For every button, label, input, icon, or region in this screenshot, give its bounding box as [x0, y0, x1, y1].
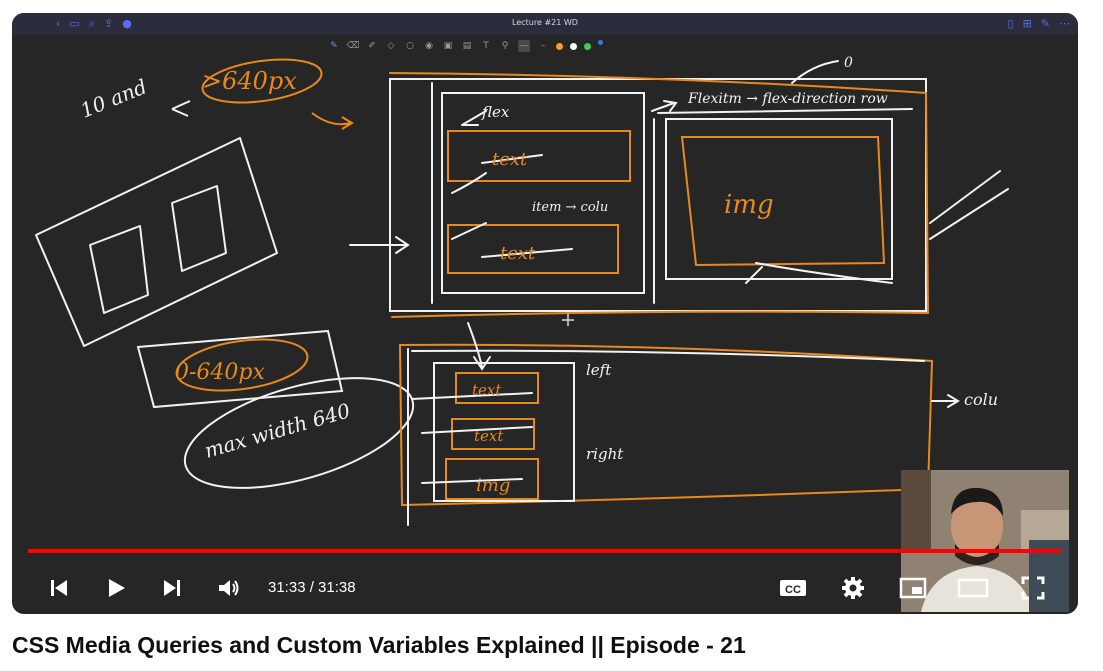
- eraser-tool-icon[interactable]: ⌫: [346, 41, 360, 51]
- fullscreen-icon: [1021, 576, 1045, 600]
- next-button[interactable]: [155, 571, 189, 605]
- cursor-icon: [562, 314, 574, 326]
- search-icon[interactable]: ⌕: [88, 17, 95, 30]
- color-green-swatch[interactable]: [584, 42, 591, 50]
- text-tool-icon[interactable]: T: [483, 41, 489, 51]
- volume-icon: [219, 580, 239, 596]
- edit-icon[interactable]: ✎: [1040, 17, 1050, 30]
- video-title: CSS Media Queries and Custom Variables E…: [12, 632, 746, 658]
- progress-bar[interactable]: [28, 549, 1062, 553]
- note-text-4: text: [474, 427, 504, 445]
- note-0-640px: 0-640px: [175, 360, 266, 385]
- app-title: Lecture #21 WD: [512, 18, 578, 27]
- miniplayer-button[interactable]: [896, 571, 930, 605]
- pen-tool-icon[interactable]: ✎: [330, 41, 338, 51]
- share-icon[interactable]: ⇪: [103, 17, 114, 30]
- device-sketch: [35, 137, 278, 347]
- highlighter-tool-icon[interactable]: ✐: [368, 41, 376, 51]
- note-max-width: max width 640: [202, 398, 353, 463]
- captions-button[interactable]: CC: [776, 571, 810, 605]
- color-orange-swatch[interactable]: [556, 42, 563, 50]
- note-10-and: 10 and: [77, 74, 150, 122]
- topbar-right-icons: ▯ ⊞ ✎ ⋯: [1008, 17, 1071, 30]
- topbar-left-icons: ‹ ▭ ⌕ ⇪ ●: [56, 17, 132, 31]
- color-blue-swatch[interactable]: [598, 39, 603, 45]
- note-item-colu: item → colu: [532, 200, 608, 215]
- theater-mode-button[interactable]: [956, 571, 990, 605]
- shapes-tool-icon[interactable]: ◇: [387, 41, 395, 51]
- volume-button[interactable]: [212, 571, 246, 605]
- video-player[interactable]: 10 and >640px 0-640px max width 640: [12, 13, 1078, 614]
- more-icon[interactable]: ⋯: [1059, 17, 1070, 30]
- camera-tool-icon[interactable]: ◉: [425, 41, 433, 51]
- note-flex: flex: [481, 103, 510, 121]
- color-white-swatch[interactable]: [570, 42, 577, 50]
- lasso-tool-icon[interactable]: ○: [406, 41, 414, 51]
- play-button[interactable]: [99, 571, 133, 605]
- webcam-overlay: [901, 470, 1069, 612]
- image-tool-icon[interactable]: ▣: [443, 41, 453, 51]
- note-colu: colu: [964, 390, 998, 409]
- note-text-1: text: [492, 149, 528, 170]
- note-img-1: img: [724, 190, 774, 220]
- sidebar-icon[interactable]: ▭: [69, 17, 80, 30]
- svg-text:CC: CC: [785, 584, 801, 596]
- previous-button[interactable]: [42, 571, 76, 605]
- time-display: 31:33 / 31:38: [268, 579, 356, 596]
- drawing-toolbar: ✎ ⌫ ✐ ◇ ○ ◉ ▣ ▤ T ⚲ — –: [328, 37, 603, 55]
- back-icon[interactable]: ‹: [56, 17, 61, 30]
- mic-icon[interactable]: ●: [122, 17, 132, 30]
- laser-tool-icon[interactable]: ⚲: [501, 41, 509, 51]
- bookmark-icon[interactable]: ▯: [1007, 17, 1014, 30]
- add-page-icon[interactable]: ⊞: [1022, 17, 1032, 30]
- presenter-image: [901, 470, 1069, 612]
- player-controls: 31:33 / 31:38 CC: [12, 563, 1078, 613]
- miniplayer-icon: [899, 577, 927, 599]
- captions-icon: CC: [780, 580, 806, 596]
- fullscreen-button[interactable]: [1016, 571, 1050, 605]
- stroke-thin-icon[interactable]: –: [540, 41, 546, 51]
- note-gt-640px: >640px: [202, 67, 297, 95]
- note-text-2: text: [500, 243, 536, 264]
- gear-icon: [842, 577, 864, 599]
- note-right: right: [586, 445, 624, 463]
- theater-icon: [957, 578, 989, 598]
- note-text-3: text: [472, 381, 502, 399]
- note-left: left: [586, 361, 612, 379]
- note-zero: 0: [844, 55, 853, 71]
- whiteboard-canvas: 10 and >640px 0-640px max width 640: [35, 55, 1009, 526]
- note-img-2: img: [476, 475, 510, 496]
- next-icon: [164, 580, 180, 596]
- app-topbar: ‹ ▭ ⌕ ⇪ ● Lecture #21 WD ▯ ⊞ ✎ ⋯: [12, 13, 1078, 35]
- stroke-width-icon[interactable]: —: [518, 40, 530, 52]
- settings-button[interactable]: [836, 571, 870, 605]
- previous-icon: [51, 580, 67, 596]
- play-icon: [109, 579, 125, 597]
- sticker-tool-icon[interactable]: ▤: [462, 41, 472, 51]
- note-flexitm: Flexitm → flex-direction row: [687, 91, 888, 107]
